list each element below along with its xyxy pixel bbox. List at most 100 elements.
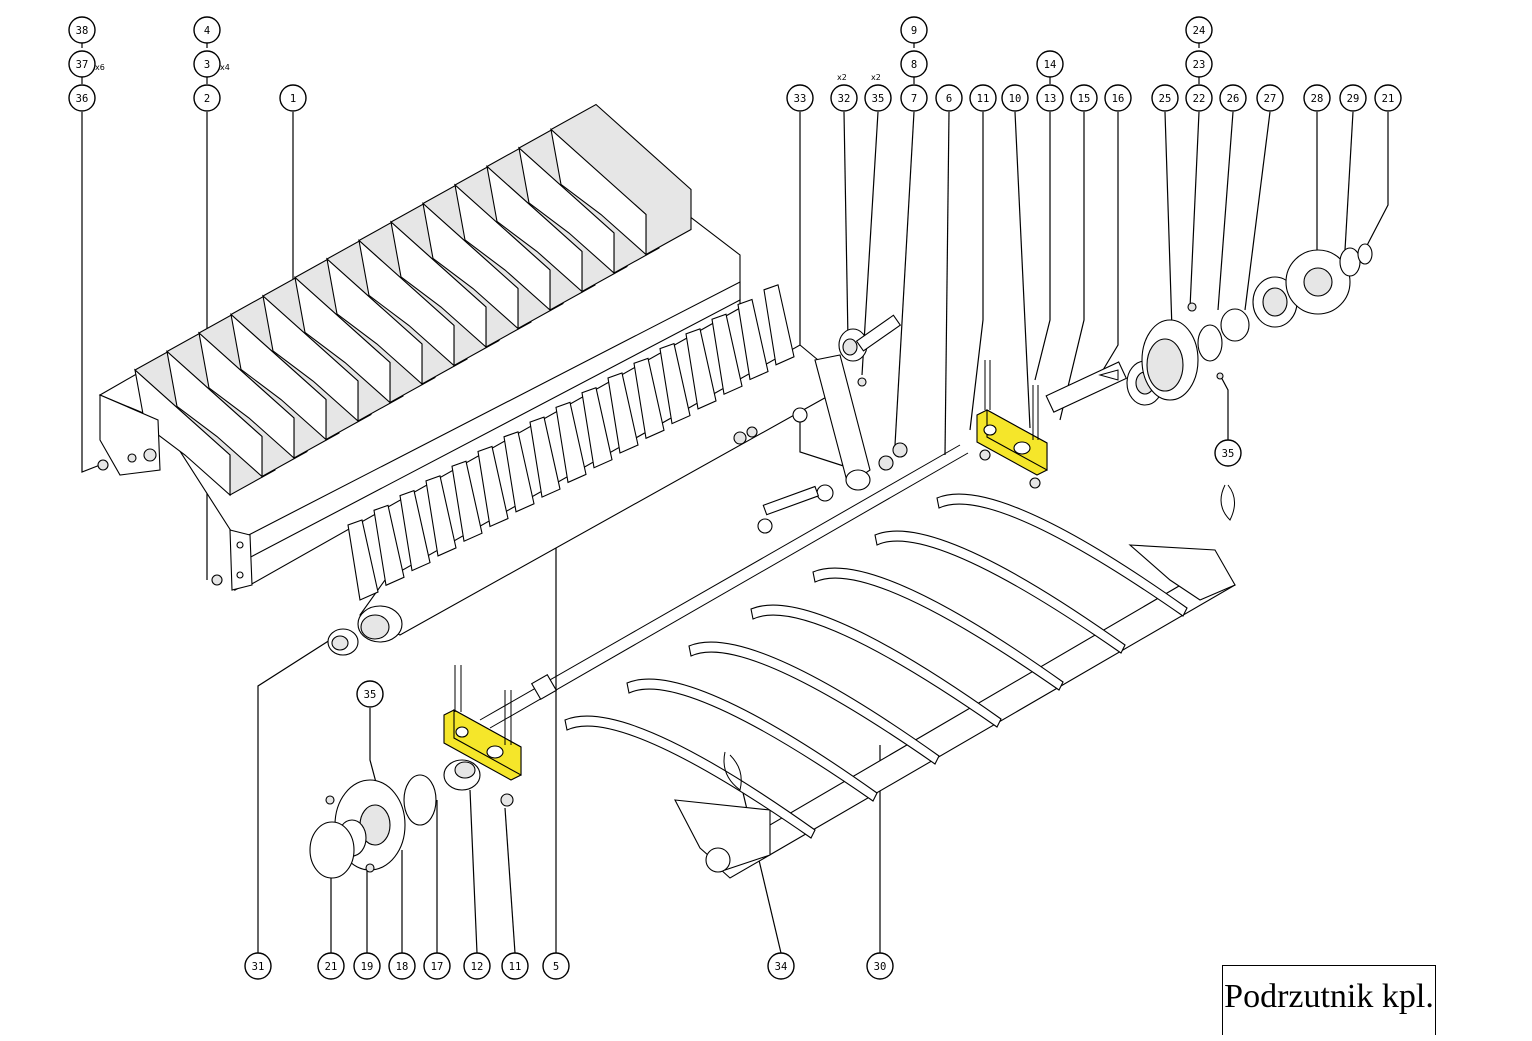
housing-segment-face <box>390 220 487 349</box>
callout-label: 5 <box>553 961 559 973</box>
rotor-tooth <box>477 445 509 528</box>
callout-label: 37 <box>76 59 89 71</box>
callout-label: 4 <box>204 25 210 37</box>
housing-segment-face <box>518 146 615 275</box>
quantity-multiplier: x6 <box>95 63 105 72</box>
callout-11: 11 <box>969 84 997 112</box>
rotor-tooth <box>685 328 717 410</box>
callout-label: 21 <box>1382 93 1395 105</box>
rotor-tooth <box>529 416 561 498</box>
callout-26: 26 <box>1219 84 1247 112</box>
callout-2: 2 <box>193 84 221 112</box>
callout-4: 4 <box>193 16 221 44</box>
callout-label: 19 <box>361 961 374 973</box>
callout-28: 28 <box>1303 84 1331 112</box>
callout-label: 23 <box>1193 59 1206 71</box>
callout-label: 31 <box>252 961 265 973</box>
callout-label: 26 <box>1227 93 1240 105</box>
callout-label: 13 <box>1044 93 1057 105</box>
rotor-tooth <box>659 342 691 425</box>
rake-tine <box>874 530 1126 654</box>
housing-segment-face <box>486 165 583 293</box>
callout-label: 9 <box>911 25 917 37</box>
title-block: Podrzutnik kpl. <box>1222 965 1436 1035</box>
callout-21: 21 <box>317 952 345 980</box>
callout-25: 25 <box>1151 84 1179 112</box>
callout-label: 11 <box>977 93 990 105</box>
finger-housing-assembly <box>97 103 741 592</box>
callout-label: 35 <box>1222 448 1235 460</box>
housing-segment-face <box>550 128 647 256</box>
rotor-tooth <box>737 298 769 381</box>
rake-tine <box>626 678 878 802</box>
callout-29: 29 <box>1339 84 1367 112</box>
callout-label: 21 <box>325 961 338 973</box>
callout-6: 6 <box>935 84 963 112</box>
callout-label: 24 <box>1193 25 1206 37</box>
callout-label: 10 <box>1009 93 1022 105</box>
callout-label: 14 <box>1044 59 1057 71</box>
callout-35: 35 <box>864 84 892 112</box>
housing-segment-face <box>230 313 327 441</box>
rake-tine <box>750 604 1002 728</box>
rotor-tooth <box>373 504 405 587</box>
callout-label: 38 <box>76 25 89 37</box>
crank-linkage <box>733 314 908 534</box>
rotor-tooth <box>503 431 535 513</box>
callout-23: 23 <box>1185 50 1213 78</box>
housing-segment-face <box>198 331 295 460</box>
callout-label: 11 <box>509 961 522 973</box>
callout-31: 31 <box>244 952 272 980</box>
title-text: Podrzutnik kpl. <box>1224 978 1434 1015</box>
callout-label: 6 <box>946 93 952 105</box>
callout-30: 30 <box>866 952 894 980</box>
callout-34: 34 <box>767 952 795 980</box>
callout-7: 7 <box>900 84 928 112</box>
callout-label: 1 <box>290 93 296 105</box>
quantity-multiplier: x2 <box>871 73 881 82</box>
rotor-tooth <box>399 489 431 572</box>
housing-segment-face <box>262 294 359 423</box>
housing-segment-face <box>358 239 455 367</box>
callout-33: 33 <box>786 84 814 112</box>
callout-36: 36 <box>68 84 96 112</box>
callout-19: 19 <box>353 952 381 980</box>
callout-label: 29 <box>1347 93 1360 105</box>
callout-label: 8 <box>911 59 917 71</box>
callout-5: 5 <box>542 952 570 980</box>
callout-label: 36 <box>76 93 89 105</box>
callout-label: 3 <box>204 59 210 71</box>
callout-3: 3 <box>193 50 221 78</box>
callout-15: 15 <box>1070 84 1098 112</box>
rotor-tooth <box>763 284 795 366</box>
callout-38: 38 <box>68 16 96 44</box>
callout-8: 8 <box>900 50 928 78</box>
callout-label: 30 <box>874 961 887 973</box>
callout-label: 7 <box>911 93 917 105</box>
rake-tine <box>812 567 1064 691</box>
callout-35: 35 <box>356 680 384 708</box>
housing-segment-face <box>166 350 263 478</box>
callout-label: 16 <box>1112 93 1125 105</box>
callout-14: 14 <box>1036 50 1064 78</box>
callout-37: 37 <box>68 50 96 78</box>
callout-21: 21 <box>1374 84 1402 112</box>
rake-tine <box>936 493 1188 617</box>
callout-label: 33 <box>794 93 807 105</box>
callout-label: 32 <box>838 93 851 105</box>
left-hub-assembly <box>309 759 481 879</box>
callout-label: 17 <box>431 961 444 973</box>
callout-label: 18 <box>396 961 409 973</box>
highlighted-clamp-upper <box>976 360 1048 489</box>
callout-22: 22 <box>1185 84 1213 112</box>
rake-tine <box>688 641 940 765</box>
rake-tine <box>564 715 816 839</box>
callout-16: 16 <box>1104 84 1132 112</box>
housing-segment-face <box>454 183 551 312</box>
rotor-tooth <box>451 460 483 542</box>
rotor-tooth <box>347 519 379 601</box>
callout-label: 27 <box>1264 93 1277 105</box>
right-hub-assembly <box>1045 243 1373 521</box>
